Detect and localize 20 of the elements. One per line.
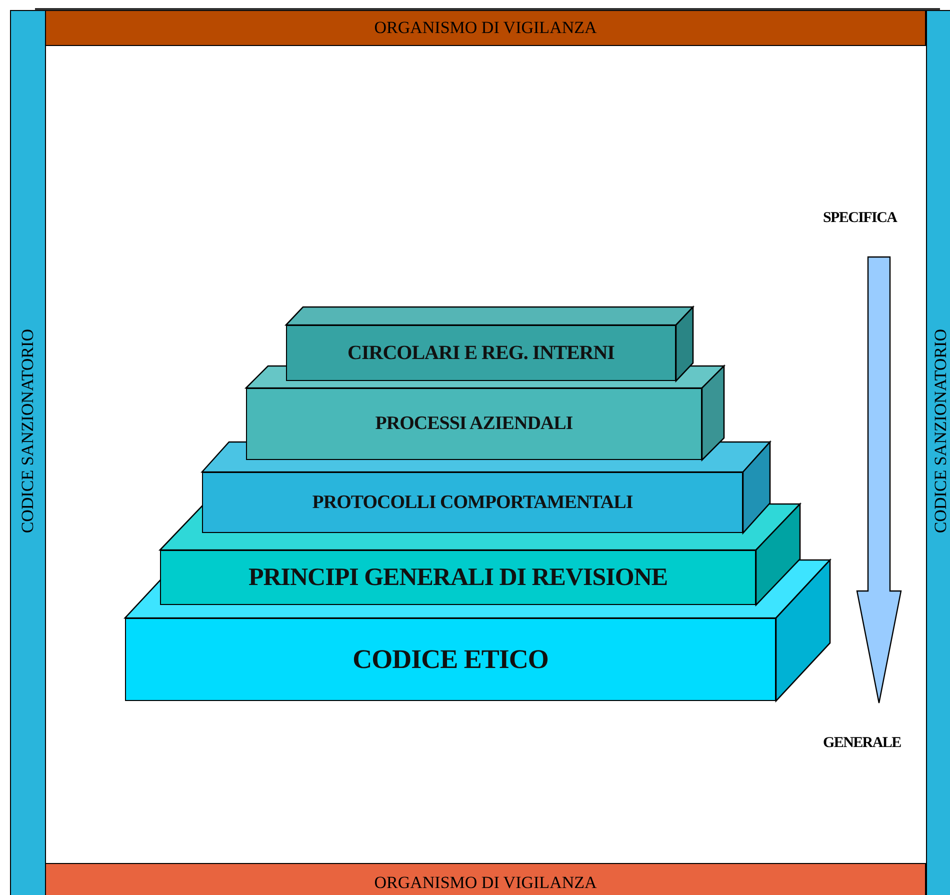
side-band	[10, 10, 46, 895]
scale-label: GENERALE	[823, 735, 901, 752]
band-label: ORGANISMO DI VIGILANZA	[374, 873, 597, 893]
band-label: CODICE SANZIONATORIO	[931, 329, 950, 534]
tier-label: CIRCOLARI E REG. INTERNI	[348, 342, 614, 364]
pyramid-tier	[125, 618, 776, 701]
tier-label: PRINCIPI GENERALI DI REVISIONE	[248, 564, 668, 592]
side-band	[926, 10, 950, 895]
scale-label: SPECIFICA	[823, 210, 897, 227]
band-label: CODICE SANZIONATORIO	[18, 329, 38, 534]
tier-label: CODICE ETICO	[352, 644, 548, 675]
pyramid-tier	[246, 388, 702, 460]
footer-band	[45, 863, 926, 895]
pyramid-tier	[202, 472, 743, 533]
tier-label: PROCESSI AZIENDALI	[375, 413, 573, 435]
band-label: ORGANISMO DI VIGILANZA	[374, 18, 597, 38]
pyramid-tier	[286, 325, 676, 381]
tier-label: PROTOCOLLI COMPORTAMENTALI	[312, 492, 633, 514]
header-band	[45, 10, 926, 46]
pyramid-tier	[160, 550, 756, 605]
